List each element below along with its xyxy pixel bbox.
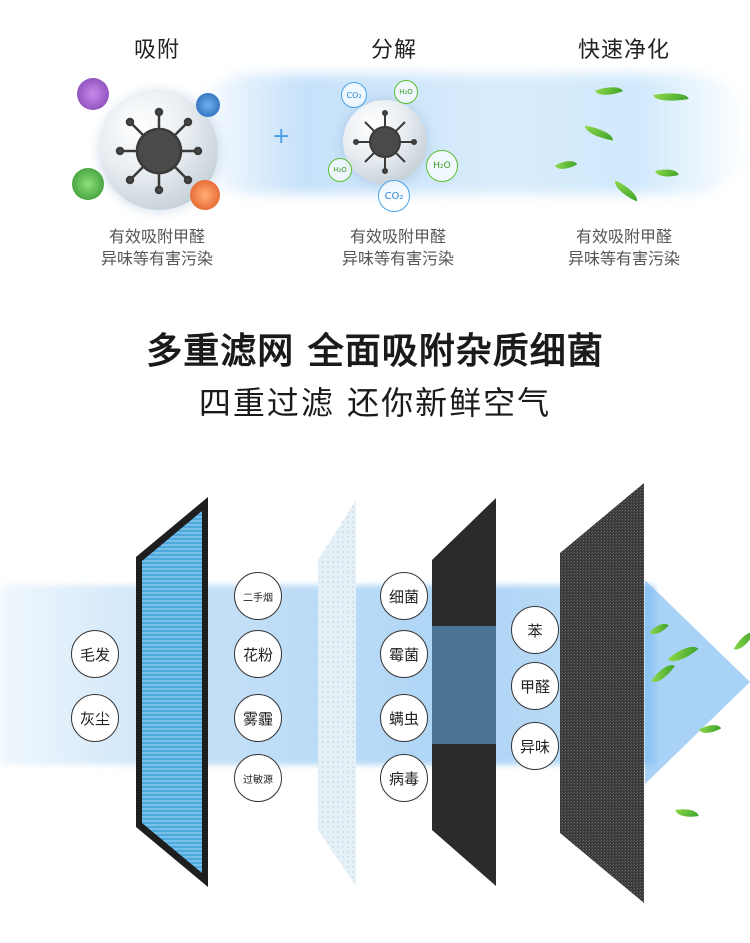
pollutant-label-mold: 霉菌 <box>380 630 428 678</box>
orange-germ-icon <box>190 180 220 210</box>
green-germ-icon <box>72 168 104 200</box>
arrow-head-icon <box>645 580 750 784</box>
virus-icon <box>353 110 417 174</box>
pollutant-label-smog: 雾霾 <box>234 694 282 742</box>
headline: 多重滤网 全面吸附杂质细菌 <box>146 331 604 372</box>
step-desc-decompose: 有效吸附甲醛 异味等有害污染 <box>288 226 508 270</box>
blue-germ-icon <box>196 93 220 117</box>
virus-icon <box>115 107 203 195</box>
pollutant-label-hair: 毛发 <box>71 630 119 678</box>
co2-molecule-icon: CO₂ <box>341 82 367 108</box>
step-desc-purify: 有效吸附甲醛 异味等有害污染 <box>514 226 734 270</box>
virus-sphere-small-icon <box>343 100 427 184</box>
desc-line: 异味等有害污染 <box>567 249 680 268</box>
plus-icon: + <box>272 124 291 149</box>
desc-line: 异味等有害污染 <box>341 249 454 268</box>
charcoal-filter-panel <box>560 483 644 903</box>
pollutant-label-dust: 灰尘 <box>71 694 119 742</box>
desc-line: 有效吸附甲醛 <box>108 227 205 246</box>
pollutant-label-formaldehyde: 甲醛 <box>511 662 559 710</box>
step-desc-adsorb: 有效吸附甲醛 异味等有害污染 <box>47 226 267 270</box>
leaf-icon <box>675 806 699 820</box>
pollutant-label-allergen: 过敏源 <box>234 754 282 802</box>
cotton-filter-panel <box>318 500 356 886</box>
desc-line: 有效吸附甲醛 <box>349 227 446 246</box>
step-title-decompose: 分解 <box>370 38 417 63</box>
hepa-filter-panel <box>136 497 208 887</box>
h2o-molecule-icon: H₂O <box>328 158 352 182</box>
pollutant-label-virus: 病毒 <box>380 754 428 802</box>
pollutant-label-benzene: 苯 <box>511 606 559 654</box>
h2o-molecule-icon: H₂O <box>394 80 418 104</box>
pollutant-label-mites: 螨虫 <box>380 694 428 742</box>
h2o-molecule-icon: H₂O <box>426 150 458 182</box>
carbon-filter-panel <box>432 498 496 886</box>
co2-molecule-icon: CO₂ <box>378 180 410 212</box>
desc-line: 有效吸附甲醛 <box>575 227 672 246</box>
desc-line: 异味等有害污染 <box>100 249 213 268</box>
step-title-adsorb: 吸附 <box>133 38 180 63</box>
subheadline: 四重过滤 还你新鲜空气 <box>198 384 552 422</box>
step-title-purify: 快速净化 <box>577 38 670 63</box>
pollutant-label-bacteria: 细菌 <box>380 572 428 620</box>
pollutant-label-smoke: 二手烟 <box>234 572 282 620</box>
pollutant-label-pollen: 花粉 <box>234 630 282 678</box>
pollutant-label-odor: 异味 <box>511 722 559 770</box>
purple-germ-icon <box>77 78 109 110</box>
